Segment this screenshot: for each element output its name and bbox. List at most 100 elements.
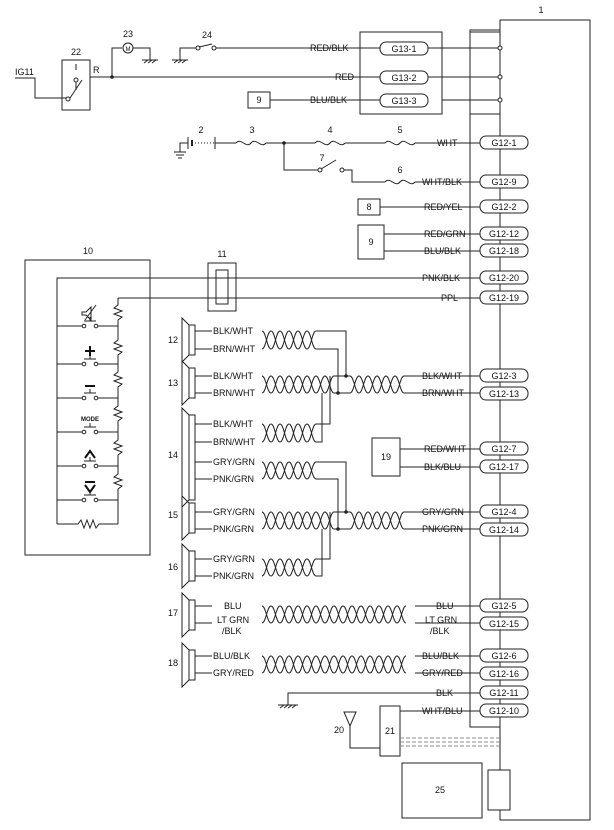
svg-text:13: 13 <box>168 378 178 388</box>
svg-text:BRN/WHT: BRN/WHT <box>422 388 464 398</box>
g12-15: G12-15 <box>479 616 529 631</box>
speaker-18: 18 <box>168 641 196 689</box>
svg-text:9: 9 <box>368 237 373 247</box>
g12-10: G12-10 <box>479 703 529 718</box>
svg-text:BLU: BLU <box>224 601 242 611</box>
g12-5: G12-5 <box>479 598 529 613</box>
label-ppl: PPL <box>441 293 458 303</box>
svg-text:G12-10: G12-10 <box>489 706 519 716</box>
svg-text:BLK: BLK <box>436 688 453 698</box>
label-relay-r: R <box>93 65 100 75</box>
svg-text:7: 7 <box>319 153 324 163</box>
svg-text:G12-1: G12-1 <box>491 138 516 148</box>
g12-19: G12-19 <box>479 290 529 305</box>
svg-text:G12-11: G12-11 <box>489 688 518 698</box>
speaker-15: 15 <box>168 494 196 542</box>
svg-text:G12-12: G12-12 <box>489 229 519 239</box>
speaker-14: 14 <box>168 406 196 509</box>
svg-text:GRY/RED: GRY/RED <box>422 668 463 678</box>
svg-text:8: 8 <box>366 202 371 212</box>
twisted-pair-12 <box>261 330 317 350</box>
svg-text:25: 25 <box>435 785 445 795</box>
svg-text:/BLK: /BLK <box>222 626 242 636</box>
svg-text:BRN/WHT: BRN/WHT <box>213 388 255 398</box>
g12-17: G12-17 <box>479 459 529 474</box>
svg-text:BLK/WHT: BLK/WHT <box>213 371 254 381</box>
svg-text:BLU: BLU <box>436 601 454 611</box>
label-wht: WHT <box>437 138 458 148</box>
svg-text:PNK/GRN: PNK/GRN <box>422 524 463 534</box>
g13-connector-box <box>359 31 443 115</box>
speaker-17: 17 <box>168 591 196 639</box>
g12-2: G12-2 <box>479 199 529 214</box>
mode-switch: MODE <box>57 417 118 435</box>
g12-4: G12-4 <box>479 504 529 519</box>
twisted-pair-13 <box>261 375 335 394</box>
svg-text:3: 3 <box>249 125 254 135</box>
svg-text:G12-13: G12-13 <box>489 389 519 399</box>
svg-text:BLU/BLK: BLU/BLK <box>213 651 250 661</box>
svg-text:BLK/WHT: BLK/WHT <box>213 326 254 336</box>
svg-text:5: 5 <box>397 125 402 135</box>
ref-box-19: 19 <box>371 437 401 477</box>
svg-text:GRY/RED: GRY/RED <box>213 668 254 678</box>
steering-switch-10: 10 MODE <box>24 246 151 556</box>
svg-text:G12-9: G12-9 <box>491 177 516 187</box>
antenna-20: 20 <box>334 711 380 749</box>
svg-text:BLU/BLK: BLU/BLK <box>422 651 459 661</box>
g12-6: G12-6 <box>479 648 529 663</box>
label-red-yel: RED/YEL <box>424 202 463 212</box>
g12-14: G12-14 <box>479 522 529 537</box>
svg-text:G13-2: G13-2 <box>391 73 416 83</box>
twisted-pair-17 <box>261 605 407 624</box>
g12-12: G12-12 <box>479 226 529 241</box>
svg-text:/BLK: /BLK <box>430 626 450 636</box>
svg-text:19: 19 <box>381 452 391 462</box>
g13-3: G13-3 <box>379 93 429 108</box>
label-red: RED <box>335 72 355 82</box>
svg-text:G12-15: G12-15 <box>489 619 519 629</box>
svg-text:LT GRN: LT GRN <box>217 615 249 625</box>
clock-spring-11: 11 <box>207 249 237 312</box>
svg-text:11: 11 <box>217 249 226 259</box>
speaker-13: 13 <box>168 359 196 407</box>
label-mode: MODE <box>81 417 99 423</box>
twisted-pair-16 <box>261 558 317 577</box>
svg-text:BLK/WHT: BLK/WHT <box>213 419 254 429</box>
svg-text:G12-16: G12-16 <box>489 669 519 679</box>
svg-text:RED/WHT: RED/WHT <box>424 444 466 454</box>
twisted-pair-14a <box>261 423 317 443</box>
twisted-pair-13-out <box>349 375 405 394</box>
seek-down-switch <box>57 481 118 503</box>
twisted-pair-14b <box>261 461 317 480</box>
svg-text:9: 9 <box>256 95 261 105</box>
antenna-amp-21: 21 <box>379 705 401 757</box>
g12-11: G12-11 <box>479 685 529 700</box>
g12-18: G12-18 <box>479 243 529 258</box>
label-c22: 22 <box>71 47 81 57</box>
volume-down-switch <box>57 385 118 401</box>
svg-text:BRN/WHT: BRN/WHT <box>213 437 255 447</box>
label-red-blk: RED/BLK <box>310 43 349 53</box>
svg-text:BLK/BLU: BLK/BLU <box>424 462 461 472</box>
twisted-pair-15-out <box>349 511 405 530</box>
svg-text:PNK/GRN: PNK/GRN <box>213 474 254 484</box>
svg-text:GRY/GRN: GRY/GRN <box>213 457 255 467</box>
svg-text:G12-6: G12-6 <box>491 651 516 661</box>
svg-text:20: 20 <box>334 725 344 735</box>
fuse-4: 4 <box>314 125 346 146</box>
g12-20: G12-20 <box>479 270 529 285</box>
svg-text:PNK/GRN: PNK/GRN <box>213 571 254 581</box>
switch-7: 7 <box>317 153 345 173</box>
svg-text:GRY/GRN: GRY/GRN <box>422 507 464 517</box>
label-c23: 23 <box>123 29 133 39</box>
g12-7: G12-7 <box>479 441 529 456</box>
label-ig11: IG11 <box>15 67 34 77</box>
component-25: 25 <box>401 762 511 819</box>
svg-text:G12-20: G12-20 <box>489 273 519 283</box>
relay-22: 22 R <box>61 47 100 111</box>
label-wht-blk: WHT/BLK <box>422 177 462 187</box>
g12-16: G12-16 <box>479 666 529 681</box>
svg-text:G12-5: G12-5 <box>491 601 516 611</box>
